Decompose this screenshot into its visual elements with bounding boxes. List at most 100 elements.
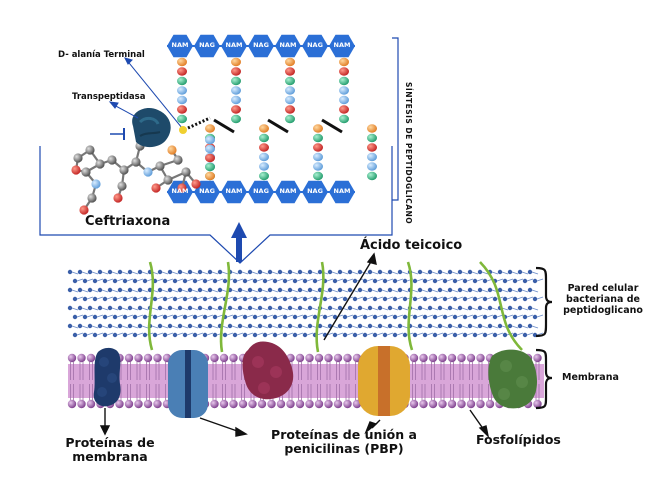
- wall-bead: [132, 314, 138, 320]
- wall-bead: [277, 305, 283, 311]
- wall-bead: [242, 314, 248, 320]
- wall-bead: [252, 278, 258, 284]
- wall-bead: [397, 305, 403, 311]
- wall-bead: [377, 269, 383, 275]
- atom: [131, 157, 141, 167]
- wall-bead: [342, 278, 348, 284]
- wall-bead: [72, 296, 78, 302]
- wall-bead: [427, 287, 433, 293]
- bead: [285, 76, 295, 86]
- lipid-head: [419, 353, 428, 363]
- glycan-strand-bottom: [167, 180, 355, 204]
- wall-bead: [272, 278, 278, 284]
- wall-bead: [337, 323, 343, 329]
- wall-bead: [127, 269, 133, 275]
- bead: [231, 67, 241, 76]
- wall-bead: [302, 278, 308, 284]
- wall-bead: [412, 278, 418, 284]
- wall-bead: [417, 269, 423, 275]
- wall-bead: [427, 269, 433, 275]
- pbp-protein-maroon: [242, 341, 294, 400]
- wall-bead: [102, 314, 108, 320]
- bead: [259, 152, 269, 162]
- crosslink: [213, 118, 235, 134]
- hexagon-label: NAM: [333, 41, 351, 49]
- atom: [85, 145, 95, 155]
- wall-bead: [247, 269, 253, 275]
- inset-pointers: [108, 57, 183, 129]
- wall-bead: [152, 332, 158, 338]
- wall-bead: [492, 314, 498, 320]
- lipid-head: [143, 399, 153, 409]
- wall-bead: [287, 287, 293, 293]
- peptide-chains: [177, 57, 377, 181]
- wall-bead: [412, 332, 418, 338]
- wall-bead: [432, 296, 438, 302]
- wall-bead: [322, 296, 328, 302]
- wall-bead: [142, 332, 148, 338]
- wall-bead: [67, 287, 73, 293]
- wall-bead: [267, 269, 273, 275]
- wall-bead: [337, 305, 343, 311]
- wall-bead: [302, 314, 308, 320]
- hexagon-label: NAG: [199, 187, 215, 195]
- wall-bead: [512, 332, 518, 338]
- wall-bead: [182, 296, 188, 302]
- wall-bead: [232, 278, 238, 284]
- wall-bead: [167, 323, 173, 329]
- wall-bead: [202, 332, 208, 338]
- wall-bead: [97, 323, 103, 329]
- wall-bead: [427, 305, 433, 311]
- wall-bead: [122, 278, 128, 284]
- wall-bead: [522, 314, 528, 320]
- wall-bead: [397, 269, 403, 275]
- wall-bead: [367, 269, 373, 275]
- wall-bead: [162, 278, 168, 284]
- wall-bead: [452, 278, 458, 284]
- bead: [205, 135, 215, 145]
- wall-bead: [332, 332, 338, 338]
- wall-bead: [187, 323, 193, 329]
- atom: [177, 183, 187, 193]
- lipid-head: [134, 353, 143, 363]
- wall-bead: [277, 269, 283, 275]
- crosslink: [267, 118, 289, 134]
- lipid-head: [305, 399, 314, 409]
- sintesis-label: SÍNTESIS DE PEPTIDOGLICANO: [404, 82, 413, 225]
- wall-bead: [172, 314, 178, 320]
- atom: [95, 159, 105, 169]
- bead: [367, 143, 377, 152]
- wall-bead: [122, 314, 128, 320]
- wall-bead: [87, 287, 93, 293]
- wall-bead: [137, 323, 143, 329]
- membrane-label: Membrana: [562, 372, 619, 383]
- wall-bead: [247, 287, 253, 293]
- lipid-head: [77, 399, 86, 409]
- wall-bead: [187, 269, 193, 275]
- wall-bead: [207, 323, 213, 329]
- wall-bead: [227, 305, 233, 311]
- wall-bead: [102, 296, 108, 302]
- bead: [367, 124, 377, 133]
- wall-bead: [257, 269, 263, 275]
- wall-bead: [447, 269, 453, 275]
- wall-bead: [352, 314, 358, 320]
- atom: [119, 165, 129, 175]
- bead: [259, 171, 269, 181]
- teichoic-acid-label: Ácido teicoico: [360, 238, 463, 253]
- lipid-head: [238, 399, 248, 409]
- teichoic-strand: [406, 261, 414, 351]
- wall-bead: [532, 296, 538, 302]
- wall-bead: [372, 278, 378, 284]
- wall-bead: [472, 314, 478, 320]
- bead: [367, 171, 377, 181]
- wall-bead: [337, 287, 343, 293]
- bead: [231, 57, 241, 67]
- wall-bead: [177, 287, 183, 293]
- wall-bead: [67, 269, 73, 275]
- lipid-head: [419, 399, 428, 409]
- wall-bead: [262, 296, 268, 302]
- lipid-head: [86, 399, 96, 409]
- wall-bead: [347, 305, 353, 311]
- up-arrow-icon: [231, 222, 247, 262]
